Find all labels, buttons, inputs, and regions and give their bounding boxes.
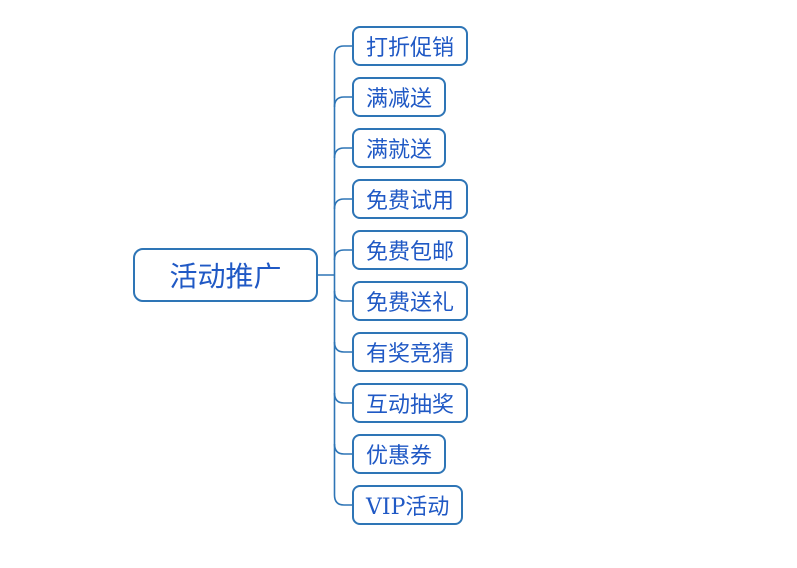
child-node-2[interactable]: 满减送 xyxy=(352,77,447,117)
branch-line-9 xyxy=(333,443,352,455)
child-node-label: 打折促销 xyxy=(366,36,455,61)
branch-line-3 xyxy=(333,147,352,159)
child-node-8[interactable]: 互动抽奖 xyxy=(352,383,469,423)
child-node-7[interactable]: 有奖竞猜 xyxy=(352,332,469,372)
child-node-9[interactable]: 优惠券 xyxy=(352,434,447,474)
child-node-label: VIP活动 xyxy=(366,495,450,520)
child-node-label: 互动抽奖 xyxy=(366,393,455,418)
child-node-label: 免费试用 xyxy=(366,189,455,214)
child-node-label: 有奖竞猜 xyxy=(366,342,455,367)
child-node-label: 满减送 xyxy=(366,87,433,112)
branch-line-8 xyxy=(333,392,352,404)
child-node-label: 满就送 xyxy=(366,138,433,163)
child-node-1[interactable]: 打折促销 xyxy=(352,26,469,66)
root-node[interactable]: 活动推广 xyxy=(133,248,318,302)
branch-line-6 xyxy=(333,290,352,302)
branch-line-2 xyxy=(333,96,352,108)
branch-line-4 xyxy=(333,198,352,210)
child-node-label: 优惠券 xyxy=(366,444,433,469)
child-node-6[interactable]: 免费送礼 xyxy=(352,281,469,321)
child-node-5[interactable]: 免费包邮 xyxy=(352,230,469,270)
root-node-label: 活动推广 xyxy=(169,260,282,293)
child-node-4[interactable]: 免费试用 xyxy=(352,179,469,219)
child-node-label: 免费送礼 xyxy=(366,291,455,316)
child-node-10[interactable]: VIP活动 xyxy=(352,485,464,525)
child-node-3[interactable]: 满就送 xyxy=(352,128,447,168)
trunk-line xyxy=(333,45,352,506)
branch-line-7 xyxy=(333,341,352,353)
branch-line-5 xyxy=(333,249,352,261)
child-node-label: 免费包邮 xyxy=(366,240,455,265)
